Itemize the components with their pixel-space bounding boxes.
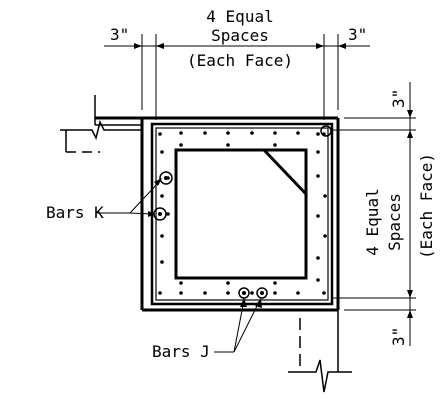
break-line-bottom-right: [288, 310, 352, 393]
rebar-dots: [158, 131, 327, 295]
right-spaces-label-3: (Each Face): [417, 153, 436, 259]
right-bottom-dim-label: 3": [389, 327, 408, 346]
top-spaces-label-1: 4 Equal: [206, 7, 273, 26]
bars-k-label: Bars K: [46, 203, 104, 222]
leader-bars-j: [214, 298, 262, 353]
inner-opening: [174, 148, 308, 280]
top-dimensions: [104, 34, 370, 120]
top-right-dim-label: 3": [348, 25, 367, 44]
right-spaces-label-1: 4 Equal: [363, 188, 382, 255]
top-spaces-label-3: (Each Face): [187, 51, 293, 70]
break-line-top-left: [60, 95, 142, 153]
top-left-dim-label: 3": [110, 25, 129, 44]
right-top-dim-label: 3": [389, 89, 408, 108]
right-spaces-label-2: Spaces: [385, 193, 404, 251]
outer-wall: [95, 116, 340, 312]
bars-j-label: Bars J: [152, 342, 210, 361]
top-spaces-label-2: Spaces: [211, 26, 269, 45]
leader-bars-k: [96, 178, 162, 217]
right-dimensions: [332, 82, 416, 346]
